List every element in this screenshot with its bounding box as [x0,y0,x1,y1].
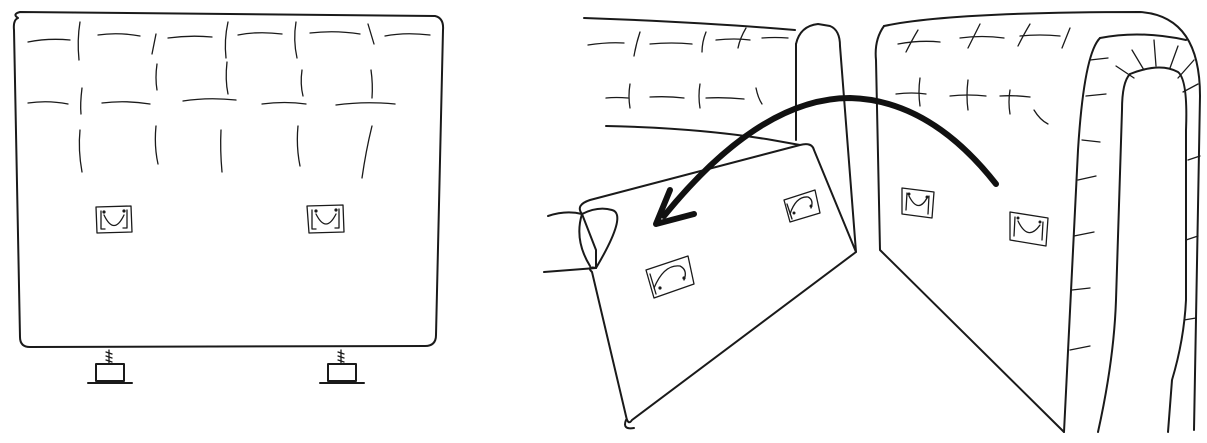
bed-end-panel [876,12,1200,432]
hanging-bracket-icon [307,205,344,233]
hanging-bracket-icon [902,188,934,218]
headboard-outline [14,12,443,347]
hanging-bracket-icon [1010,212,1048,246]
adjustable-foot-icon [320,350,364,383]
headboard-assembly-view [544,12,1200,432]
adjustable-foot-icon [88,350,132,383]
tilted-side-panel [544,144,856,428]
tufting-seams [28,22,430,178]
hanging-bracket-icon [96,206,132,233]
headboard-front-view [14,12,443,383]
